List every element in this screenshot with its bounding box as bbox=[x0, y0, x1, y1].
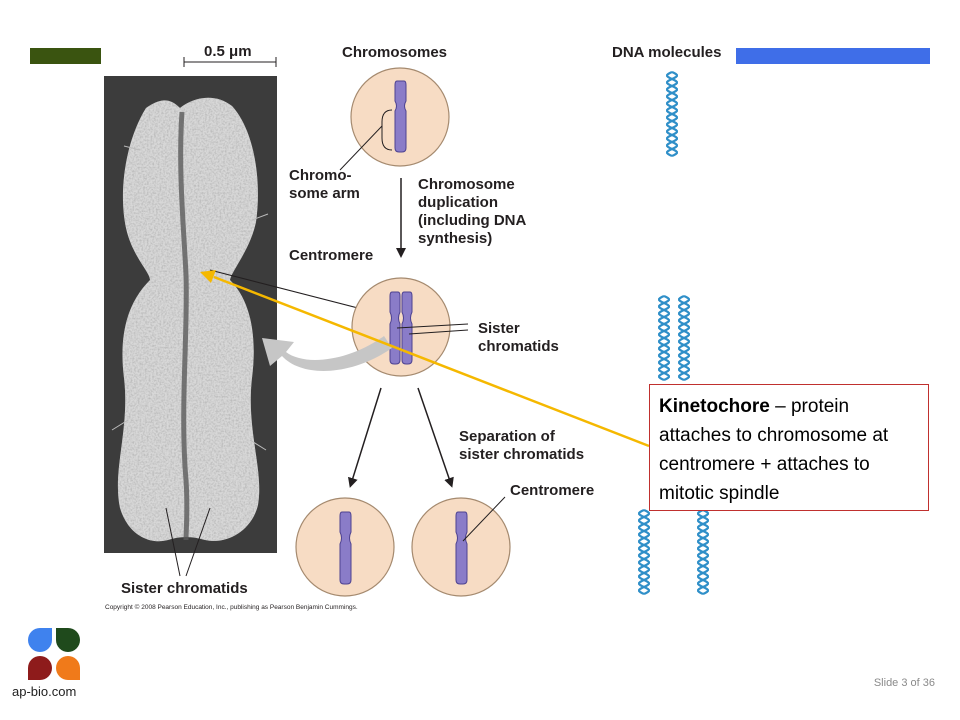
duplication-label-line1: Chromosome bbox=[418, 176, 515, 193]
dna-helix-separated-left bbox=[638, 509, 650, 595]
sister-chromatids-label-line2: chromatids bbox=[478, 338, 559, 355]
accent-bar-right bbox=[736, 48, 930, 64]
site-name: ap-bio.com bbox=[12, 684, 77, 699]
kinetochore-term: Kinetochore bbox=[659, 396, 770, 417]
chromosome-arm-bracket bbox=[381, 109, 393, 151]
cell-daughter-left bbox=[295, 497, 395, 597]
duplication-label-line3: (including DNA bbox=[418, 212, 526, 229]
dna-helix-separated-right bbox=[697, 509, 709, 595]
cell-unduplicated bbox=[339, 67, 450, 171]
logo-red-leaf-icon bbox=[28, 656, 52, 680]
micrograph-chromosome bbox=[117, 97, 260, 542]
chromosome-arm-label-line1: Chromo- bbox=[289, 167, 352, 184]
cell-duplicated bbox=[351, 277, 469, 377]
chromosome-single bbox=[394, 80, 407, 153]
micrograph-panel bbox=[104, 76, 277, 553]
dna-helix-duplicated-left bbox=[658, 295, 670, 381]
scale-bar: 0.5 μm bbox=[183, 43, 277, 67]
kinetochore-pointer-head bbox=[200, 270, 216, 283]
curved-pointer-arrow bbox=[262, 336, 392, 371]
centromere-label-top: Centromere bbox=[289, 247, 373, 264]
copyright-text: Copyright © 2008 Pearson Education, Inc.… bbox=[105, 603, 358, 611]
dna-molecules-heading: DNA molecules bbox=[612, 44, 721, 61]
dna-helices bbox=[638, 71, 709, 595]
separation-arrow-right bbox=[417, 387, 454, 488]
accent-bar-left bbox=[30, 48, 101, 64]
micrograph-groove bbox=[178, 111, 190, 541]
chromosome-arm-label-line2: some arm bbox=[289, 185, 360, 202]
chromosomes-heading: Chromosomes bbox=[342, 44, 447, 61]
duplication-label-line4: synthesis) bbox=[418, 230, 492, 247]
dna-helix-duplicated-right bbox=[678, 295, 690, 381]
logo-green-leaf-icon bbox=[56, 628, 80, 652]
chromatid-right bbox=[401, 291, 413, 365]
separation-arrow-left bbox=[348, 387, 382, 488]
kinetochore-pointer-line bbox=[213, 275, 650, 448]
ap-bio-logo bbox=[28, 628, 82, 682]
kinetochore-description: – protein attaches to chromosome at cent… bbox=[659, 396, 889, 504]
separation-label-line1: Separation of bbox=[459, 428, 556, 445]
logo-blue-leaf-icon bbox=[28, 628, 52, 652]
slide-number: Slide 3 of 36 bbox=[873, 677, 935, 689]
dna-helix-single bbox=[666, 71, 678, 157]
sister-chromatids-bottom-label: Sister chromatids bbox=[121, 580, 248, 597]
cell-daughter-right bbox=[411, 496, 511, 597]
logo-orange-leaf-icon bbox=[56, 656, 80, 680]
kinetochore-callout: Kinetochore – protein attaches to chromo… bbox=[649, 384, 929, 511]
duplication-label-line2: duplication bbox=[418, 194, 498, 211]
centromere-label-bottom: Centromere bbox=[510, 482, 594, 499]
sister-chromatids-label-line1: Sister bbox=[478, 320, 520, 337]
scale-label: 0.5 μm bbox=[204, 43, 252, 60]
separation-label-line2: sister chromatids bbox=[459, 446, 584, 463]
